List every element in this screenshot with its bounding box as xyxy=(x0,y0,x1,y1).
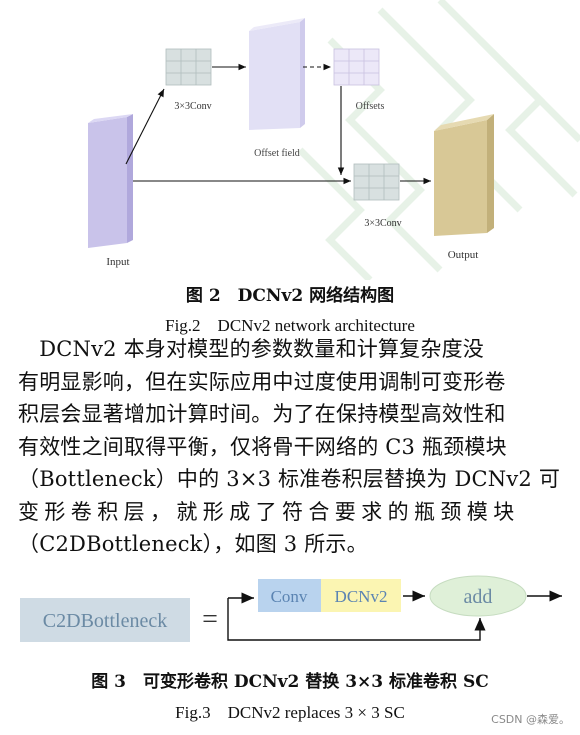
offset-field-label: Offset field xyxy=(254,148,300,159)
figure-3-caption-en: Fig.3 DCNv2 replaces 3 × 3 SC xyxy=(175,703,405,722)
input-label: Input xyxy=(106,256,129,268)
conv-top-grid xyxy=(165,48,212,86)
fig3-arrows xyxy=(227,590,562,641)
equals-sign: = xyxy=(202,604,218,635)
c2dbottleneck-label: C2DBottleneck xyxy=(43,610,167,632)
offsets-label: Offsets xyxy=(356,101,385,112)
figure-3-diagram: C2DBottleneck = Conv DCNv2 add xyxy=(20,575,562,642)
paragraph-line: 有效性之间取得平衡，仅将骨干网络的 C3 瓶颈模块 xyxy=(18,434,507,459)
add-label: add xyxy=(464,586,493,608)
c2dbottleneck-box xyxy=(20,598,190,642)
input-block xyxy=(88,114,133,248)
dcnv2-label: DCNv2 xyxy=(335,587,388,606)
dcnv2-box xyxy=(321,579,401,612)
paragraph-line: DCNv2 本身对模型的参数数量和计算复杂度没 xyxy=(18,337,484,361)
paragraph-line: 变形卷积层，就形成了符合要求的瓶颈模块 xyxy=(18,499,520,524)
conv-top-label: 3×3Conv xyxy=(174,101,211,112)
output-block xyxy=(434,114,494,236)
paragraph-line: （C2DBottleneck），如图 3 所示。 xyxy=(18,532,368,556)
conv-label: Conv xyxy=(271,587,308,606)
offset-field-block xyxy=(249,18,305,130)
add-ellipse xyxy=(429,575,527,617)
paragraph-line: 积层会显著增加计算时间。为了在保持模型高效性和 xyxy=(18,402,506,426)
output-label: Output xyxy=(448,249,479,261)
paragraph-line: 有明显影响，但在实际应用中过度使用调制可变形卷 xyxy=(18,369,506,394)
figure-2-caption-cn: 图 2 DCNv2 网络结构图 xyxy=(185,286,395,306)
figure-2-caption-en: Fig.2 DCNv2 network architecture xyxy=(165,316,415,335)
paragraph-line: （Bottleneck）中的 3×3 标准卷积层替换为 DCNv2 可 xyxy=(18,467,561,491)
body-paragraph: DCNv2 本身对模型的参数数量和计算复杂度没 有明显影响，但在实际应用中过度使… xyxy=(18,333,566,561)
conv-box xyxy=(258,579,321,612)
fig2-arrows xyxy=(125,63,431,185)
figure-2-diagram: Input 3×3Conv Offset field Offsets 3×3Co… xyxy=(88,0,580,280)
offsets-grid xyxy=(333,48,380,86)
figure-3-caption-cn: 图 3 可变形卷积 DCNv2 替换 3×3 标准卷积 SC xyxy=(91,672,489,692)
conv-bottom-grid xyxy=(353,163,400,201)
watermark-text: CSDN @森爱。 xyxy=(491,713,570,726)
conv-bottom-label: 3×3Conv xyxy=(364,218,401,229)
